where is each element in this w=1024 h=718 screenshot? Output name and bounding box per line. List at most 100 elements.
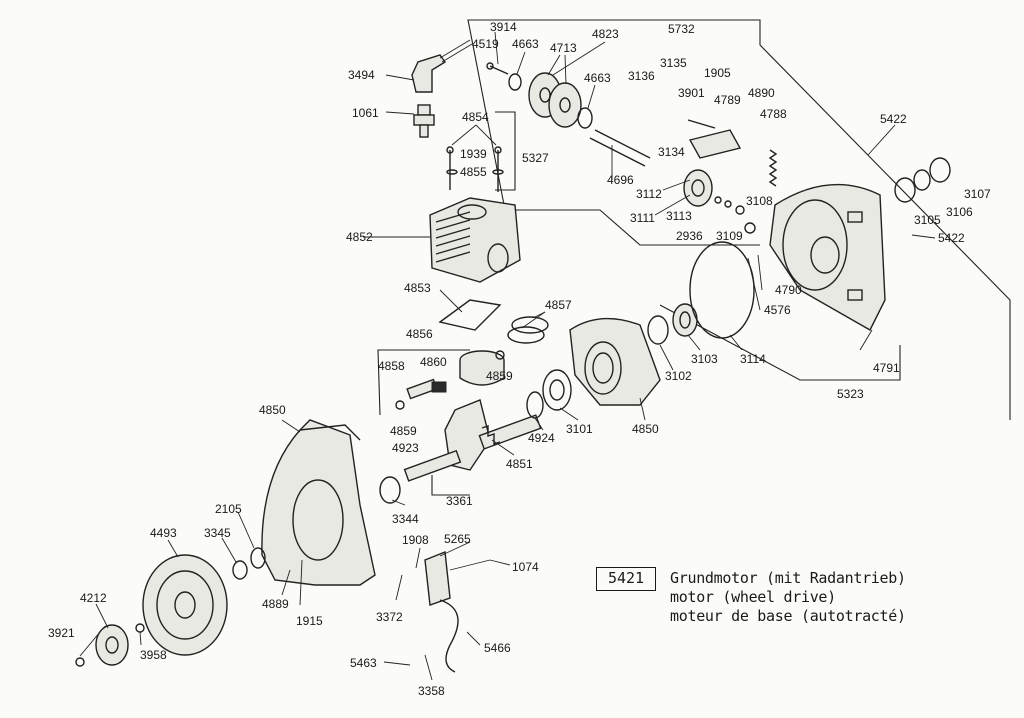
circlip-4924 <box>526 391 544 419</box>
label-4852: 4852 <box>346 230 373 244</box>
nut-3921 <box>75 657 85 667</box>
label-2105: 2105 <box>215 502 242 516</box>
label-4860: 4860 <box>420 355 447 369</box>
seal-3103 <box>672 303 698 337</box>
piston <box>459 350 505 386</box>
crankshaft <box>403 399 542 482</box>
caption-code-box: 5421 <box>596 567 656 591</box>
label-3345: 3345 <box>204 526 231 540</box>
label-5327: 5327 <box>522 151 549 165</box>
label-3107: 3107 <box>964 187 991 201</box>
label-3914: 3914 <box>490 20 517 34</box>
starter-pulley-4212 <box>95 624 129 666</box>
label-4696: 4696 <box>607 173 634 187</box>
label-4851: 4851 <box>506 457 533 471</box>
label-1905: 1905 <box>704 66 731 80</box>
label-5466: 5466 <box>484 641 511 655</box>
label-3134: 3134 <box>658 145 685 159</box>
gasket-3114 <box>689 241 755 339</box>
cylinder <box>429 197 521 283</box>
label-4493: 4493 <box>150 526 177 540</box>
label-5422-b: 5422 <box>938 231 965 245</box>
bearings-3105-3107 <box>894 157 951 203</box>
label-4859-a: 4859 <box>486 369 513 383</box>
label-3108: 3108 <box>746 194 773 208</box>
label-4854: 4854 <box>462 110 489 124</box>
seal-3345 <box>232 560 248 580</box>
cylinder-gasket <box>438 299 502 331</box>
small-washers-3108 <box>714 196 756 234</box>
label-3102: 3102 <box>665 369 692 383</box>
label-4890: 4890 <box>748 86 775 100</box>
clutch-parts-3134 <box>687 119 742 159</box>
pulleys-4713 <box>528 72 582 128</box>
label-1915: 1915 <box>296 614 323 628</box>
group-frame-3361 <box>431 475 470 496</box>
part-labels: 3914 4519 4663 4823 4713 4663 5732 3136 … <box>48 20 991 698</box>
label-3109: 3109 <box>716 229 743 243</box>
label-3958: 3958 <box>140 648 167 662</box>
label-4859-b: 4859 <box>390 424 417 438</box>
fan-housing <box>261 419 376 586</box>
caption-line-french: moteur de base (autotracté) <box>670 607 906 625</box>
needle-bearing <box>431 381 447 393</box>
label-5463: 5463 <box>350 656 377 670</box>
label-3901: 3901 <box>678 86 705 100</box>
label-3358: 3358 <box>418 684 445 698</box>
label-3106: 3106 <box>946 205 973 219</box>
cylinder-bolts <box>446 146 504 192</box>
label-4789: 4789 <box>714 93 741 107</box>
label-4788: 4788 <box>760 107 787 121</box>
label-4713: 4713 <box>550 41 577 55</box>
label-3111: 3111 <box>630 211 655 225</box>
label-3361: 3361 <box>446 494 473 508</box>
ignition-lead <box>439 599 459 673</box>
label-3114: 3114 <box>740 352 766 366</box>
label-3101: 3101 <box>566 422 593 436</box>
label-5265: 5265 <box>444 532 471 546</box>
label-4889: 4889 <box>262 597 289 611</box>
label-4924: 4924 <box>528 431 555 445</box>
label-4663-a: 4663 <box>512 37 539 51</box>
group-frame-5323 <box>659 304 901 381</box>
label-4519: 4519 <box>472 37 499 51</box>
crankcase <box>569 317 661 406</box>
worm-gear-3111 <box>683 169 713 207</box>
label-5323: 5323 <box>837 387 864 401</box>
label-3105: 3105 <box>914 213 941 227</box>
label-3372: 3372 <box>376 610 403 624</box>
spring-4788 <box>768 149 778 187</box>
gearbox-cover <box>769 183 886 331</box>
caption-line-english: motor (wheel drive) <box>670 588 836 606</box>
label-4855: 4855 <box>460 165 487 179</box>
ball-bearing-3101 <box>542 369 572 411</box>
ignition-module-5265 <box>424 551 491 606</box>
label-5732: 5732 <box>668 22 695 36</box>
spark-plug-cap <box>411 39 473 93</box>
label-3494: 3494 <box>348 68 375 82</box>
label-4853: 4853 <box>404 281 431 295</box>
washer-3958 <box>135 623 145 633</box>
label-1061: 1061 <box>352 106 379 120</box>
label-4858: 4858 <box>378 359 405 373</box>
label-3921: 3921 <box>48 626 75 640</box>
screw-4519 <box>486 62 509 75</box>
label-4850-b: 4850 <box>632 422 659 436</box>
label-4857: 4857 <box>545 298 572 312</box>
group-frame-5327 <box>495 111 516 191</box>
label-4576: 4576 <box>764 303 791 317</box>
group-frame-5732 <box>467 19 1011 420</box>
circlip-2105 <box>250 547 266 569</box>
label-3103: 3103 <box>691 352 718 366</box>
bearing-3344 <box>379 476 401 504</box>
label-4791: 4791 <box>873 361 900 375</box>
leader-lines <box>79 31 936 681</box>
piston-rings <box>507 316 549 344</box>
label-3344: 3344 <box>392 512 419 526</box>
label-3136: 3136 <box>628 69 655 83</box>
label-1908: 1908 <box>402 533 429 547</box>
label-5422-a: 5422 <box>880 112 907 126</box>
label-4212: 4212 <box>80 591 107 605</box>
flywheel-4493 <box>142 554 228 656</box>
